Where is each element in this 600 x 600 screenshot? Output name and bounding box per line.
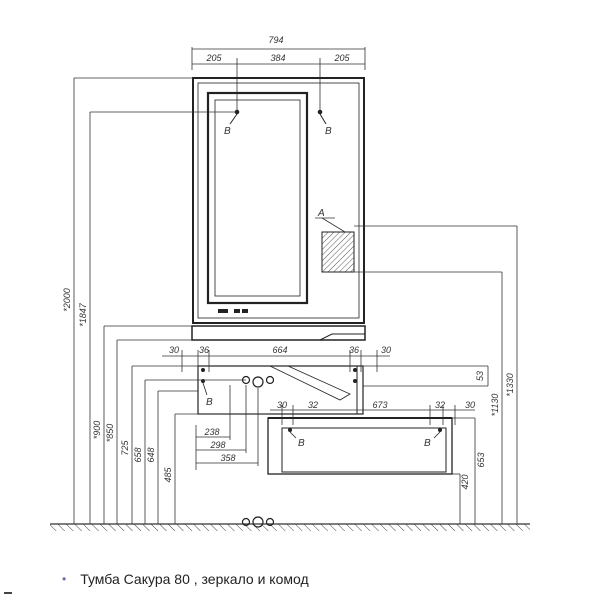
cab-dim-3: 664 xyxy=(272,345,287,355)
detail-marker-a: А xyxy=(317,208,325,219)
height-648: 648 xyxy=(146,447,156,462)
top-mount-points xyxy=(229,109,327,125)
height-420: 420 xyxy=(460,474,470,489)
drawer-dim-3: 673 xyxy=(372,400,387,410)
chest-of-drawers xyxy=(267,417,453,475)
height-653: 653 xyxy=(476,452,486,467)
height-1330: *1330 xyxy=(505,373,515,397)
drawer-width-dimensions xyxy=(270,405,475,425)
cabinet-mount-marker: В xyxy=(206,397,213,408)
height-2000: *2000 xyxy=(62,288,72,312)
drawer-mount-marker-left: В xyxy=(298,438,305,449)
technical-drawing: 794 205 384 205 А В В xyxy=(50,35,530,531)
cabinet-mount-points xyxy=(200,367,357,396)
height-485: 485 xyxy=(163,467,173,483)
height-1130: *1130 xyxy=(490,394,500,417)
height-850: *850 xyxy=(105,424,115,443)
top-width-dimensions xyxy=(191,47,366,110)
cab-dim-2: 36 xyxy=(199,345,209,355)
vanity-cabinet xyxy=(191,325,366,415)
cab-dim-4: 36 xyxy=(349,345,359,355)
caption-bullet: • xyxy=(62,572,67,586)
drawer-dim-2: 32 xyxy=(308,400,318,410)
dim-right-width: 205 xyxy=(333,53,350,63)
detail-a-hatch xyxy=(315,217,355,273)
pipe-dim-298: 298 xyxy=(209,440,225,450)
left-height-dimensions xyxy=(73,77,268,524)
dim-total-width: 794 xyxy=(268,35,283,45)
height-1847: *1847 xyxy=(78,302,88,327)
pipe-dim-358: 358 xyxy=(220,453,235,463)
drawer-dim-5: 30 xyxy=(465,400,475,410)
right-height-dimensions xyxy=(354,225,518,524)
drawer-mount-marker-right: В xyxy=(424,438,431,449)
height-900: *900 xyxy=(92,421,102,440)
floor xyxy=(50,523,530,531)
drawer-mount-points xyxy=(287,427,442,439)
corner-mark xyxy=(4,592,12,594)
drawer-dim-1: 30 xyxy=(277,400,287,410)
top-mount-marker-left: В xyxy=(224,126,231,137)
caption: • Тумба Сакура 80 , зеркало и комод xyxy=(62,569,309,589)
drawer-dim-4: 32 xyxy=(435,400,445,410)
dim-left-width: 205 xyxy=(205,53,222,63)
height-658: 658 xyxy=(133,447,143,462)
top-mount-marker-right: В xyxy=(325,126,332,137)
pipe-offset-dimensions xyxy=(195,385,259,470)
water-pipes xyxy=(241,375,275,528)
caption-text: Тумба Сакура 80 , зеркало и комод xyxy=(80,571,309,587)
cab-dim-5: 30 xyxy=(381,345,391,355)
height-725: 725 xyxy=(120,440,130,456)
mirror-switches xyxy=(218,309,248,313)
dim-53: 53 xyxy=(475,371,485,381)
dim-middle-width: 384 xyxy=(270,53,285,63)
cab-dim-1: 30 xyxy=(169,345,179,355)
mirror-cabinet xyxy=(192,77,365,324)
pipe-dim-238: 238 xyxy=(203,427,219,437)
cabinet-width-dimensions xyxy=(162,350,390,372)
